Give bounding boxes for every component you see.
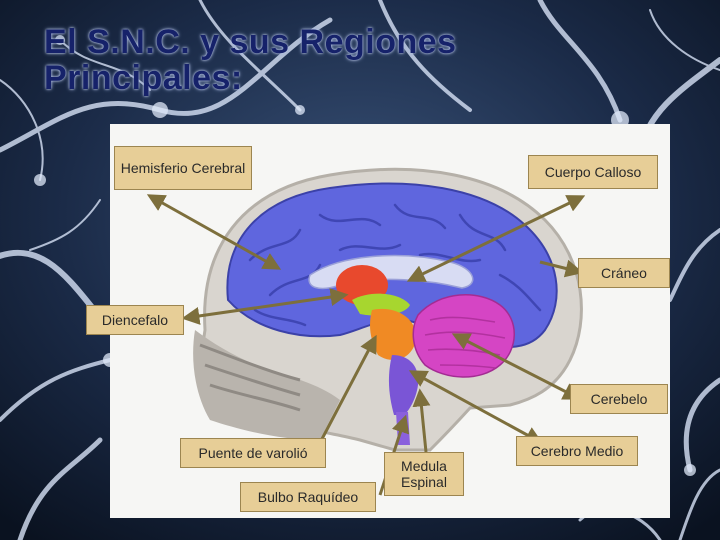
label-cerebro-medio: Cerebro Medio — [516, 436, 638, 466]
spinal-cord — [396, 412, 410, 445]
label-hemisferio-cerebral: Hemisferio Cerebral — [114, 146, 252, 190]
slide-title-line1: El S.N.C. y sus Regiones — [44, 24, 564, 60]
label-medula-espinal: Medula Espinal — [384, 452, 464, 496]
label-bulbo-raquideo: Bulbo Raquídeo — [240, 482, 376, 512]
slide-title-line2: Principales: — [44, 60, 564, 96]
label-puente-de-varolio: Puente de varolió — [180, 438, 326, 468]
label-craneo: Cráneo — [578, 258, 670, 288]
label-diencefalo: Diencefalo — [86, 305, 184, 335]
label-cuerpo-calloso: Cuerpo Calloso — [528, 155, 658, 189]
label-cerebelo: Cerebelo — [570, 384, 668, 414]
slide-title: El S.N.C. y sus Regiones Principales: — [44, 24, 564, 96]
